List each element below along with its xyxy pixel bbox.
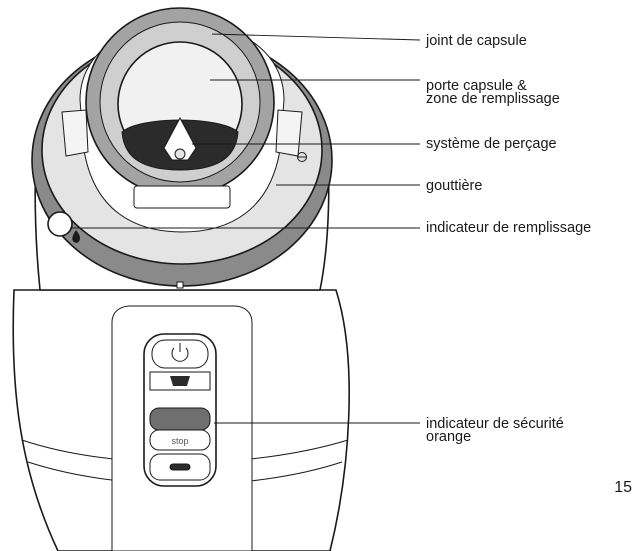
lock-icon [297,152,307,162]
stop-button[interactable] [149,429,211,451]
cup-icon [170,376,190,386]
page-number: 15 [614,479,632,496]
callout-labels: joint de capsule porte capsule & zone de… [425,33,632,496]
power-icon [171,343,189,362]
safety-indicator [149,407,211,431]
piercing-blade [163,116,197,161]
label-fill-indicator: indicateur de remplissage [426,220,591,236]
machine-head [31,7,333,289]
leader-lines [70,33,421,424]
control-panel: stop [111,305,253,551]
power-button[interactable] [151,339,209,369]
charging-port-icon [169,463,191,471]
front-notch [176,281,184,289]
stop-label: stop [171,436,188,446]
label-safety-indicator: indicateur de sécurité orange [426,416,568,445]
label-capsule-seal: joint de capsule [425,33,527,49]
label-capsule-holder: porte capsule & zone de remplissage [426,78,560,107]
water-drop-icon [72,230,80,243]
label-piercing-system: système de perçage [426,136,557,152]
label-drip-tray: gouttière [426,178,482,194]
leader-capsule-seal [211,33,421,41]
front-slot [133,185,231,209]
fill-indicator-window [47,211,73,237]
